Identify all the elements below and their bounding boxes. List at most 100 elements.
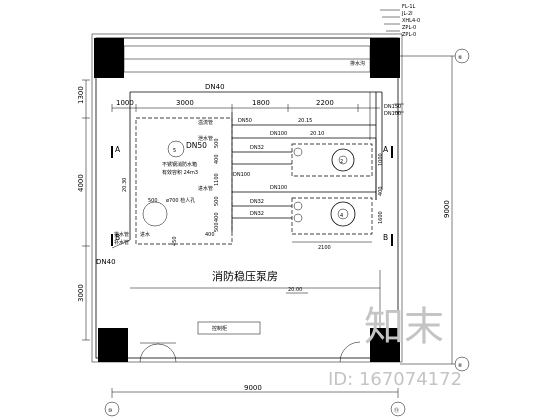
svg-text:⑪: ⑪	[394, 407, 399, 414]
top-dimensions: 1000 3000 1800 2200	[111, 99, 380, 112]
dim-left-1300: 1300	[77, 86, 85, 104]
riser-label-4: ZPL-0	[402, 25, 416, 31]
dim-left-4000: 4000	[77, 174, 85, 192]
doors	[139, 341, 361, 363]
overall-dimensions: 9000 9000	[111, 56, 453, 398]
svg-text:泄水管: 泄水管	[198, 135, 213, 142]
riser-label-1: FL-1L	[402, 4, 416, 10]
section-mark-b-left: B	[115, 233, 120, 242]
svg-text:DN150: DN150	[384, 104, 401, 110]
control-cabinet	[197, 321, 261, 335]
watermark-id: ID: 167074172	[328, 369, 462, 390]
door-swing-left-2	[157, 343, 177, 363]
svg-text:20.15: 20.15	[298, 118, 312, 124]
door-swing-left-1	[139, 343, 159, 363]
grid-bubble-bottom-right-2	[390, 401, 406, 417]
svg-text:DN32: DN32	[250, 211, 264, 217]
tank-outline	[135, 117, 233, 245]
water-tank: 5 DN50 不锈钢消防水箱 有效容积 24m3 溢流管 泄水管 进水管 ø70…	[114, 117, 233, 246]
svg-text:DN50: DN50	[186, 141, 207, 150]
pump-2	[330, 201, 356, 227]
svg-text:2: 2	[340, 159, 343, 165]
svg-text:1000: 1000	[378, 153, 384, 166]
room-outline	[95, 37, 399, 359]
svg-text:500: 500	[148, 198, 158, 204]
riser-label-2: JL-2I	[401, 11, 413, 17]
watermark: 知末 ID: 167074172	[328, 304, 462, 390]
svg-text:进水管: 进水管	[198, 185, 213, 192]
door-swing-right	[339, 341, 361, 363]
svg-text:进水: 进水	[140, 231, 150, 238]
svg-text:1100: 1100	[214, 173, 220, 186]
pipe-network: DN40 DN40 DN150 DN100 DN50 20.15 DN100 2…	[96, 83, 404, 266]
riser-label-3: XHL4-0	[402, 18, 420, 24]
outer-wall-line	[91, 33, 403, 363]
svg-text:400: 400	[205, 232, 215, 238]
svg-text:20.10: 20.10	[310, 131, 324, 137]
svg-text:不锈钢消防水箱: 不锈钢消防水箱	[162, 161, 197, 168]
svg-text:有效容积 24m3: 有效容积 24m3	[162, 169, 198, 176]
dim-pump-width: 2100	[318, 245, 331, 251]
svg-text:DN100: DN100	[270, 185, 287, 191]
svg-text:450: 450	[172, 236, 178, 246]
svg-text:400: 400	[214, 154, 220, 164]
svg-text:500: 500	[214, 222, 220, 232]
svg-text:DN32: DN32	[250, 199, 264, 205]
svg-text:排水管: 排水管	[114, 231, 129, 238]
section-mark-a-right: A	[383, 145, 389, 154]
section-marks: A A B B	[111, 145, 393, 246]
svg-text:⑥: ⑥	[458, 55, 463, 61]
dim-overall-right: 9000	[443, 200, 451, 218]
column-top-left	[94, 38, 124, 78]
svg-text:DN100: DN100	[233, 172, 250, 178]
svg-text:溢流管: 溢流管	[198, 119, 213, 126]
svg-text:DN100: DN100	[384, 111, 401, 117]
walls	[91, 33, 403, 363]
pump-1	[331, 148, 355, 172]
floor-elevation: 20.00	[288, 287, 302, 293]
svg-text:400: 400	[378, 186, 384, 196]
svg-text:DN32: DN32	[250, 145, 264, 151]
svg-text:控制柜: 控制柜	[212, 325, 227, 332]
inner-dimensions: 500 400 500 400 1100 500 1000 1600 400	[214, 138, 384, 232]
pump-base-1	[291, 143, 373, 177]
svg-text:20.30: 20.30	[122, 178, 128, 192]
svg-text:DN40: DN40	[205, 83, 225, 91]
svg-text:⑥: ⑥	[458, 363, 463, 369]
dim-left-3000: 3000	[77, 284, 85, 302]
section-mark-b-right: B	[383, 233, 388, 242]
dim-overall-bottom: 9000	[244, 384, 262, 392]
tank-manhole	[142, 201, 168, 227]
riser-label-5: ZPL-0	[402, 32, 416, 38]
column-bottom-right	[370, 328, 400, 362]
left-dimensions: 1300 4000 3000	[77, 79, 90, 341]
svg-text:4: 4	[340, 213, 343, 219]
svg-text:DN40: DN40	[96, 258, 116, 266]
section-mark-a-left: A	[115, 145, 121, 154]
grid-bubble-bottom-left	[104, 401, 120, 417]
column-bottom-left	[98, 328, 128, 362]
watermark-brand: 知末	[364, 304, 444, 350]
svg-text:500: 500	[214, 196, 220, 206]
column-top-right	[370, 38, 400, 78]
svg-text:⑩: ⑩	[108, 408, 113, 414]
svg-text:5: 5	[173, 148, 176, 154]
svg-text:DN50: DN50	[238, 118, 252, 124]
svg-text:ø700 检人孔: ø700 检人孔	[166, 197, 195, 204]
svg-text:1600: 1600	[378, 211, 384, 224]
svg-text:排水沟: 排水沟	[350, 60, 365, 67]
riser-labels: FL-1L JL-2I XHL4-0 ZPL-0 ZPL-0	[380, 4, 420, 39]
dim-top-3000: 3000	[176, 99, 194, 107]
room-labels: 消防稳压泵房 20.00 控制柜 排水沟 排水管	[114, 60, 381, 340]
svg-text:500: 500	[214, 138, 220, 148]
svg-text:补水管: 补水管	[114, 239, 129, 246]
room-name: 消防稳压泵房	[212, 269, 278, 283]
svg-text:DN100: DN100	[270, 131, 287, 137]
tank-number-bubble	[167, 140, 185, 158]
grid-bubbles: ⑥ ⑥ ⑩ ⑪	[104, 48, 470, 417]
svg-text:400: 400	[214, 212, 220, 222]
dim-top-1000: 1000	[116, 99, 134, 107]
dim-top-1800: 1800	[252, 99, 270, 107]
pump-base-2	[291, 197, 373, 235]
